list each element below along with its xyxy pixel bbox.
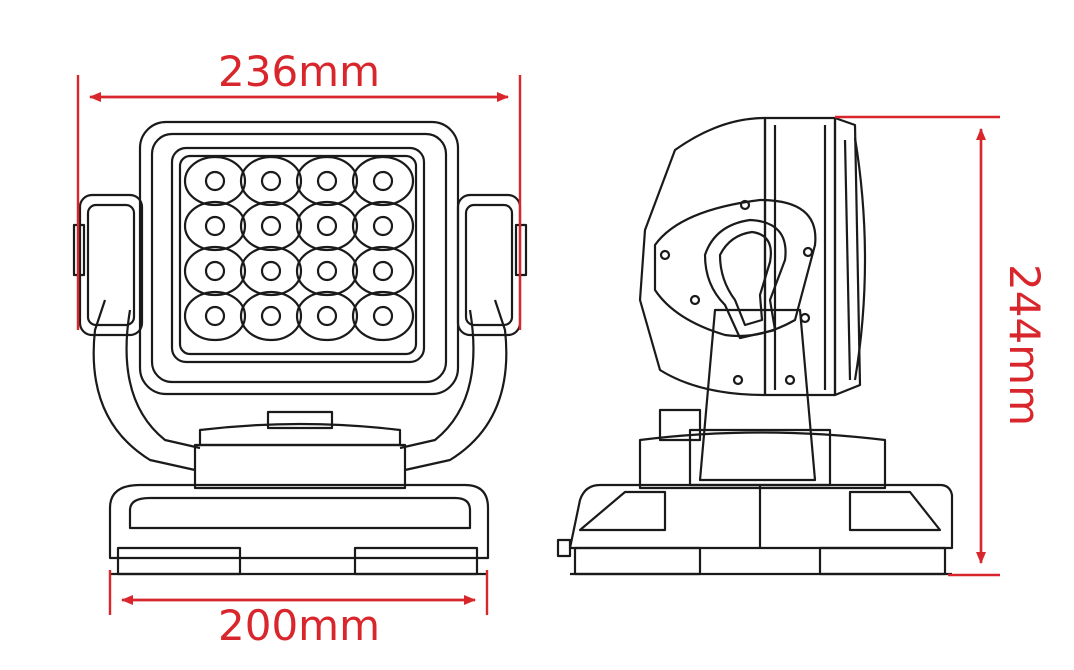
led-emitter xyxy=(260,170,282,192)
bottom-width-label: 200mm xyxy=(218,601,380,650)
led-emitter xyxy=(316,305,338,327)
led-emitter xyxy=(260,215,282,237)
led-cup xyxy=(239,290,303,342)
led-emitter xyxy=(372,305,394,327)
led-emitter xyxy=(204,305,226,327)
led-emitter xyxy=(316,215,338,237)
led-cup xyxy=(183,200,247,252)
led-emitter xyxy=(372,215,394,237)
led-cup xyxy=(351,155,415,207)
led-cup xyxy=(183,245,247,297)
top-width-label: 236mm xyxy=(218,47,380,96)
led-cup xyxy=(183,290,247,342)
height-label: 244mm xyxy=(1000,264,1049,426)
front-lamp-head xyxy=(138,120,460,396)
side-knob-plate xyxy=(653,198,817,340)
led-emitter xyxy=(372,170,394,192)
led-emitter xyxy=(204,170,226,192)
led-emitter xyxy=(204,260,226,282)
dimension-lines xyxy=(76,75,1000,615)
led-cup xyxy=(295,200,359,252)
led-cup xyxy=(183,155,247,207)
side-turret xyxy=(638,408,887,490)
front-pedestal xyxy=(193,410,407,490)
led-cup xyxy=(351,200,415,252)
front-view xyxy=(72,120,528,576)
led-cup xyxy=(295,155,359,207)
led-cup xyxy=(295,245,359,297)
led-cup xyxy=(239,155,303,207)
led-cup xyxy=(351,290,415,342)
led-emitter xyxy=(316,170,338,192)
led-emitter xyxy=(260,260,282,282)
side-lamp-body xyxy=(638,116,867,397)
led-cup xyxy=(239,245,303,297)
led-cup xyxy=(239,200,303,252)
led-emitter xyxy=(260,305,282,327)
front-base xyxy=(108,483,490,576)
led-cup xyxy=(295,290,359,342)
led-emitter xyxy=(372,260,394,282)
side-view xyxy=(556,116,954,576)
led-cup xyxy=(351,245,415,297)
side-base xyxy=(556,483,954,576)
led-emitter xyxy=(204,215,226,237)
led-grid xyxy=(183,155,415,342)
led-emitter xyxy=(316,260,338,282)
